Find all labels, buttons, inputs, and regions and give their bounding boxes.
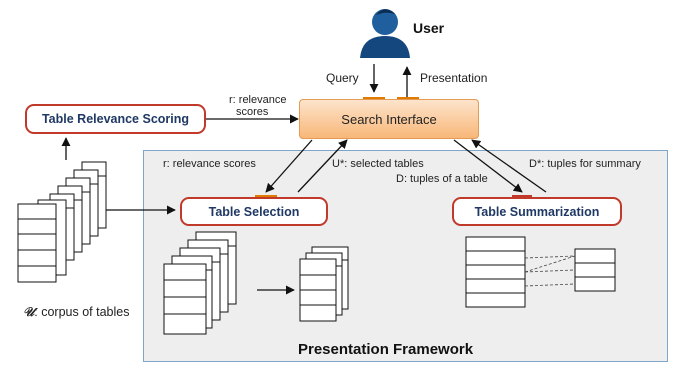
table-selection-label: Table Selection [208, 204, 300, 219]
r-relevance-label: r: relevance [229, 94, 287, 106]
query-label: Query [326, 71, 359, 85]
table-selection-box[interactable]: Table Selection [180, 197, 328, 226]
corpus-table-stack [17, 161, 107, 283]
interface-to-selection-arrow [265, 139, 313, 193]
table-summarization-box[interactable]: Table Summarization [452, 197, 622, 226]
selected-tables-stack [299, 246, 349, 322]
selection-to-interface-arrow [297, 139, 348, 193]
corpus-label-text: : corpus of tables [34, 305, 130, 319]
summarization-source-table [465, 236, 526, 308]
interface-to-summarization-arrow [453, 139, 523, 193]
user-icon [360, 9, 410, 58]
r-relevance-scores-label: r: relevance scores [163, 158, 256, 170]
r-relevance-label-line2: scores [236, 106, 269, 118]
summary-table [574, 248, 616, 292]
search-interface-box[interactable]: Search Interface [299, 99, 479, 139]
user-label: User [413, 20, 445, 36]
search-interface-label: Search Interface [341, 111, 437, 127]
table-relevance-scoring-box[interactable]: Table Relevance Scoring [25, 104, 206, 134]
selection-input-stack [163, 231, 237, 335]
summarization-to-interface-arrow [471, 139, 547, 193]
table-relevance-scoring-label: Table Relevance Scoring [41, 112, 190, 126]
d-tuples-of-table-label: D: tuples of a table [396, 173, 488, 185]
d-star-tuples-for-summary-label: D*: tuples for summary [529, 158, 641, 170]
framework-title: Presentation Framework [298, 341, 474, 358]
summary-mapping-lines [524, 255, 576, 287]
corpus-symbol: 𝒰 [23, 304, 35, 319]
table-summarization-label: Table Summarization [474, 204, 600, 219]
presentation-label: Presentation [420, 71, 488, 85]
corpus-label: 𝒰: corpus of tables [23, 305, 129, 319]
u-selected-tables-label: U*: selected tables [332, 158, 424, 170]
